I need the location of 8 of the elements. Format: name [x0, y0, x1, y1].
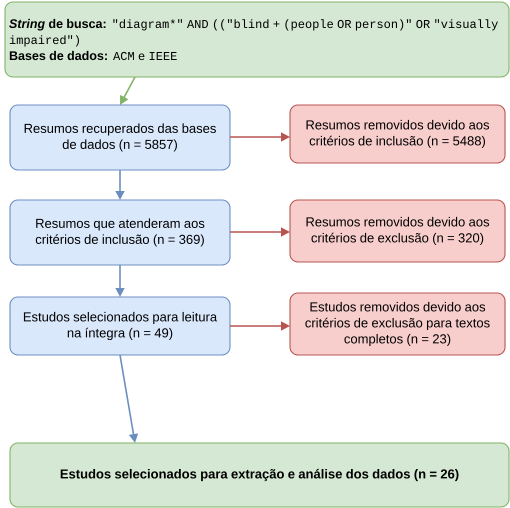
result-box: Estudos selecionados para extração e análise dos dados (n = 26) [9, 442, 510, 508]
process-box: Estudos removidos devido aos critérios de exclusão para textos completos (n = 23) [289, 292, 506, 356]
search-string-box: String de busca: "diagram*" AND (("blind + (people OR person)" OR "visually impaired") Bases de dados: ACM e IEEE [4, 1, 510, 78]
process-box: Estudos selecionados para leitura na íntegra (n = 49) [9, 296, 231, 356]
process-box: Resumos removidos devido aos critérios de exclusão (n = 320) [289, 199, 506, 263]
process-box: Resumos recuperados das bases de dados (n = 5857) [9, 104, 231, 171]
process-box: Resumos que atenderam aos critérios de inclusão (n = 369) [9, 199, 231, 266]
process-box: Resumos removidos devido aos critérios de inclusão (n = 5488) [289, 104, 506, 164]
